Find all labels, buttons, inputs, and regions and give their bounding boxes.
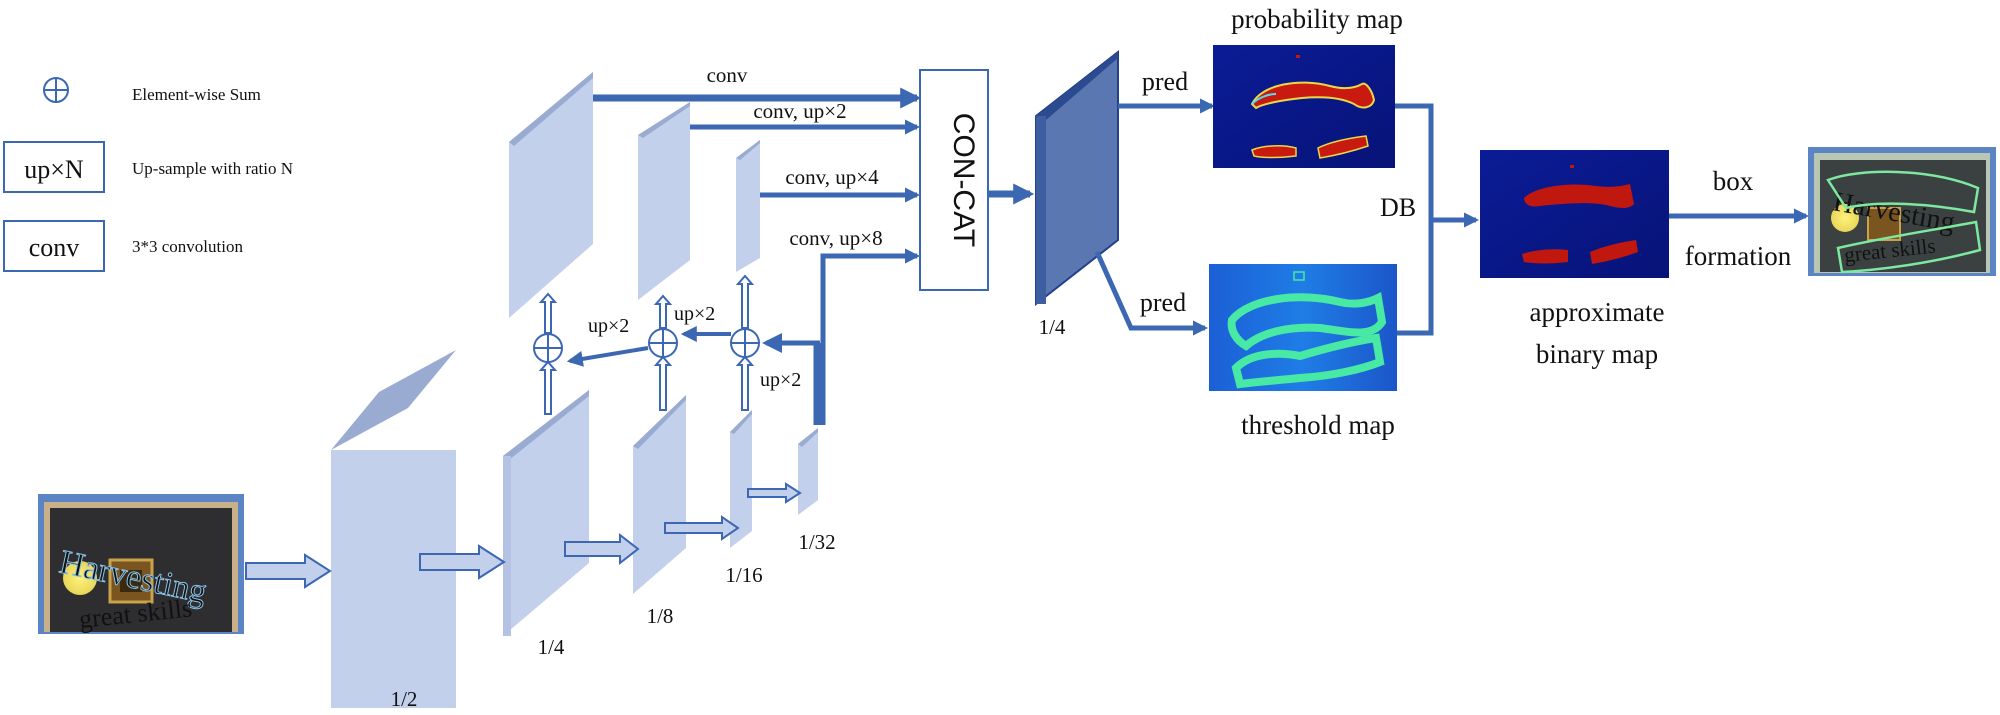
box-label: box <box>1713 166 1754 196</box>
legend-conv-label: 3*3 convolution <box>132 237 243 256</box>
detected-box-bottom <box>1836 220 1982 274</box>
probability-map-title: probability map <box>1231 4 1403 34</box>
backbone-forward-arrows <box>245 482 802 589</box>
lateral-label-conv-up8: conv, up×8 <box>789 226 882 250</box>
fpn-upsample-arrows: up×2 up×2 up×2 <box>566 303 821 425</box>
approximate-binary-map <box>1480 150 1669 278</box>
probability-blob-bottom-left <box>1251 145 1297 159</box>
up-label-1: up×2 <box>588 315 629 337</box>
lateral-label-conv-up4: conv, up×4 <box>785 165 879 189</box>
legend-upn-box-text: up×N <box>24 155 84 184</box>
fpn-map-p2 <box>509 72 593 318</box>
legend-conv-box-text: conv <box>29 233 80 262</box>
lateral-label-conv: conv <box>707 63 748 87</box>
scale-label-1-2: 1/2 <box>391 687 418 711</box>
pred-arrows: pred pred <box>1094 67 1215 336</box>
legend-upn-box <box>3 141 105 193</box>
sum-node-1-icon <box>533 333 563 363</box>
concat-block: CON-CAT <box>919 69 989 291</box>
binary-map-title-line1: approximate <box>1530 297 1665 327</box>
binary-map-title-line2: binary map <box>1536 339 1658 369</box>
binary-blob-bottom-right <box>1590 240 1638 264</box>
pred-top-label: pred <box>1142 67 1188 96</box>
scale-label-1-4: 1/4 <box>538 635 565 659</box>
probability-blob-top <box>1250 81 1376 110</box>
fpn-map-p3 <box>638 102 690 300</box>
legend-upn-label: Up-sample with ratio N <box>132 159 293 178</box>
up-label-3: up×2 <box>760 369 801 391</box>
element-wise-sum-icon <box>43 77 69 103</box>
fused-feature-map <box>1035 49 1119 307</box>
pred-bottom-label: pred <box>1140 288 1186 317</box>
feature-map-1-8 <box>633 395 686 594</box>
fpn-lateral-arrows: conv conv, up×2 conv, up×4 conv, up×8 <box>593 63 922 425</box>
legend: Element-wise Sum up×N Up-sample with rat… <box>3 77 293 272</box>
up-label-2: up×2 <box>674 303 715 325</box>
detected-box-top <box>1826 170 1980 214</box>
backbone: 1/2 1/4 1/8 1/16 1/32 <box>245 350 836 711</box>
fpn-map-p4 <box>736 140 760 272</box>
sum-node-2-icon <box>648 328 678 358</box>
db-label: DB <box>1380 193 1416 222</box>
sum-node-3-icon <box>730 328 760 358</box>
concat-label: CON-CAT <box>947 113 980 247</box>
probability-blob-bottom-right <box>1317 135 1369 159</box>
legend-conv-box <box>3 220 105 272</box>
scale-label-1-8: 1/8 <box>647 604 674 628</box>
scale-label-1-32: 1/32 <box>798 530 835 554</box>
db-connector: DB <box>1380 103 1479 336</box>
scale-label-1-16: 1/16 <box>725 563 762 587</box>
legend-sum-label: Element-wise Sum <box>132 85 261 104</box>
output-image: Harvesting great skills <box>1808 147 1996 276</box>
feature-scale-label: 1/4 <box>1039 315 1066 339</box>
fpn-vertical-arrows <box>538 274 755 415</box>
threshold-map <box>1209 264 1397 391</box>
feature-map-1-16 <box>730 410 752 548</box>
feature-map-1-4 <box>503 390 589 636</box>
input-image: Harvesting great skills <box>38 494 244 634</box>
binary-blob-bottom-left <box>1522 249 1568 264</box>
feature-map-1-32 <box>798 428 818 515</box>
formation-label: formation <box>1685 241 1792 271</box>
threshold-map-title: threshold map <box>1241 410 1395 440</box>
threshold-ring-top <box>1227 292 1387 351</box>
threshold-ring-bottom <box>1231 333 1385 389</box>
fpn-upper <box>509 72 760 318</box>
lateral-label-conv-up2: conv, up×2 <box>753 99 846 123</box>
feature-map-1-2 <box>331 350 456 708</box>
binary-blob-top <box>1524 184 1634 209</box>
probability-map <box>1213 45 1395 168</box>
